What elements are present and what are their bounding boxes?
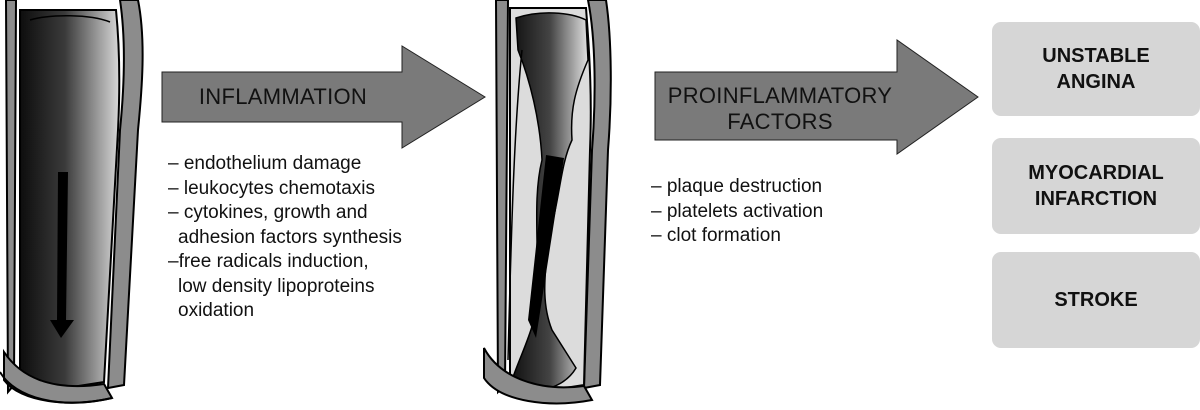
list-item: – platelets activation [651,200,823,225]
inflammation-label: INFLAMMATION [172,84,394,110]
proinflammatory-label: PROINFLAMMATORY FACTORS [660,83,900,135]
diseased-vessel [484,0,611,403]
list-item: adhesion factors synthesis [168,226,402,251]
outcome-unstable-angina: UNSTABLE ANGINA [992,22,1200,116]
healthy-vessel [0,0,143,408]
outcome-stroke: STROKE [992,252,1200,348]
inflammation-effects-list: – endothelium damage – leukocytes chemot… [168,152,402,324]
list-item: low density lipoproteins [168,275,402,300]
proinflammatory-effects-list: – plaque destruction – platelets activat… [651,175,823,249]
list-item: – clot formation [651,224,823,249]
outcome-myocardial-infarction: MYOCARDIAL INFARCTION [992,138,1200,234]
list-item: oxidation [168,299,402,324]
list-item: – plaque destruction [651,175,823,200]
list-item: –free radicals induction, [168,250,402,275]
list-item: – leukocytes chemotaxis [168,177,402,202]
list-item: – endothelium damage [168,152,402,177]
list-item: – cytokines, growth and [168,201,402,226]
